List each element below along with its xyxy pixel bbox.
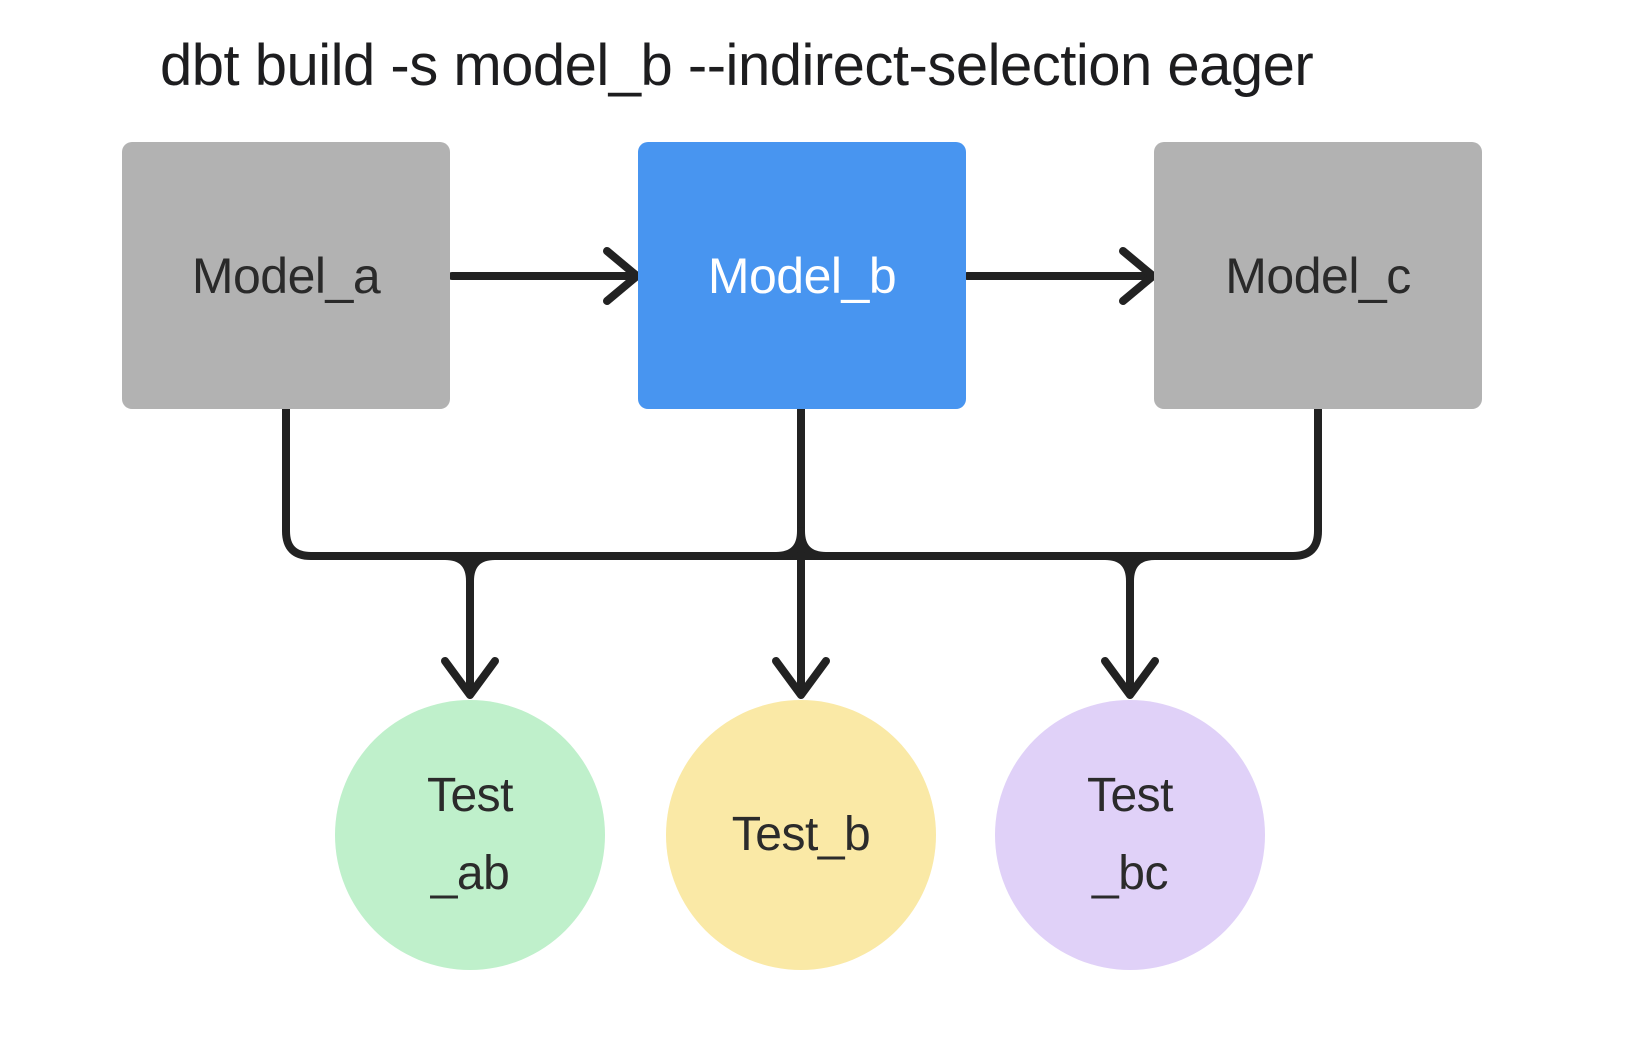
node-test-bc-label-line1: Test xyxy=(1086,769,1174,822)
arrowhead-down-icon xyxy=(772,657,830,699)
arrowhead-right-icon xyxy=(1119,247,1157,305)
junction-fillet xyxy=(466,552,499,585)
node-test-b-label-line1: Test_b xyxy=(731,808,871,861)
arrowhead-right-icon xyxy=(603,247,641,305)
node-test-ab-label-line2: _ab xyxy=(430,847,510,900)
diagram-title: dbt build -s model_b --indirect-selectio… xyxy=(160,33,1314,98)
node-test-b: Test_b xyxy=(666,700,936,970)
node-model-c-label: Model_c xyxy=(1225,247,1411,304)
node-model-b: Model_b xyxy=(638,142,966,409)
node-model-a-label: Model_a xyxy=(191,247,381,304)
arrowhead-down-icon xyxy=(1101,657,1159,699)
node-model-c: Model_c xyxy=(1154,142,1482,409)
junction-fillet xyxy=(797,527,830,560)
node-test-ab-label-line1: Test xyxy=(426,769,514,822)
node-model-b-label: Model_b xyxy=(707,247,897,304)
junction-fillet xyxy=(1126,552,1159,585)
node-test-bc: Test _bc xyxy=(995,700,1265,970)
arrowhead-down-icon xyxy=(441,657,499,699)
node-model-a: Model_a xyxy=(122,142,450,409)
node-test-ab: Test _ab xyxy=(335,700,605,970)
node-test-bc-label-line2: _bc xyxy=(1092,847,1168,900)
